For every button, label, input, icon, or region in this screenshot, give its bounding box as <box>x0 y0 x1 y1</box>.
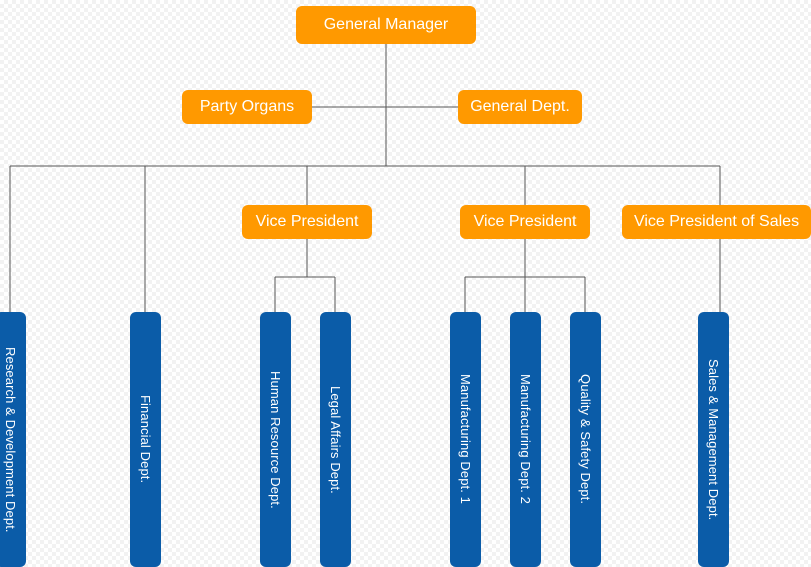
node-vice-president-1[interactable]: Vice President <box>242 205 372 239</box>
node-label: Party Organs <box>199 98 295 115</box>
node-manufacturing-dept-2[interactable]: Manufacturing Dept. 2 <box>510 312 541 567</box>
node-label: Manufacturing Dept. 1 <box>458 374 473 505</box>
node-financial-dept[interactable]: Financial Dept. <box>130 312 161 567</box>
node-label: Research & Development Dept. <box>3 346 18 533</box>
node-label: Financial Dept. <box>138 395 153 484</box>
node-label: Human Resource Dept. <box>268 370 283 509</box>
node-general-manager[interactable]: General Manager <box>296 6 476 44</box>
node-party-organs[interactable]: Party Organs <box>182 90 312 124</box>
node-human-resource-dept[interactable]: Human Resource Dept. <box>260 312 291 567</box>
node-research-development-dept[interactable]: Research & Development Dept. <box>0 312 26 567</box>
node-vice-president-2[interactable]: Vice President <box>460 205 590 239</box>
node-label: Sales & Management Dept. <box>706 358 721 521</box>
node-label: Vice President <box>255 213 359 230</box>
node-label: Manufacturing Dept. 2 <box>518 374 533 505</box>
node-quality-safety-dept[interactable]: Quality & Safety Dept. <box>570 312 601 567</box>
node-legal-affairs-dept[interactable]: Legal Affairs Dept. <box>320 312 351 567</box>
node-label: General Manager <box>323 16 449 33</box>
node-label: Legal Affairs Dept. <box>328 385 343 494</box>
node-vice-president-of-sales[interactable]: Vice President of Sales <box>622 205 811 239</box>
node-label: General Dept. <box>470 98 570 115</box>
node-general-dept[interactable]: General Dept. <box>458 90 582 124</box>
node-label: Quality & Safety Dept. <box>578 374 593 505</box>
node-label: Vice President <box>473 213 577 230</box>
node-manufacturing-dept-1[interactable]: Manufacturing Dept. 1 <box>450 312 481 567</box>
node-label: Vice President of Sales <box>633 213 800 230</box>
node-sales-management-dept[interactable]: Sales & Management Dept. <box>698 312 729 567</box>
